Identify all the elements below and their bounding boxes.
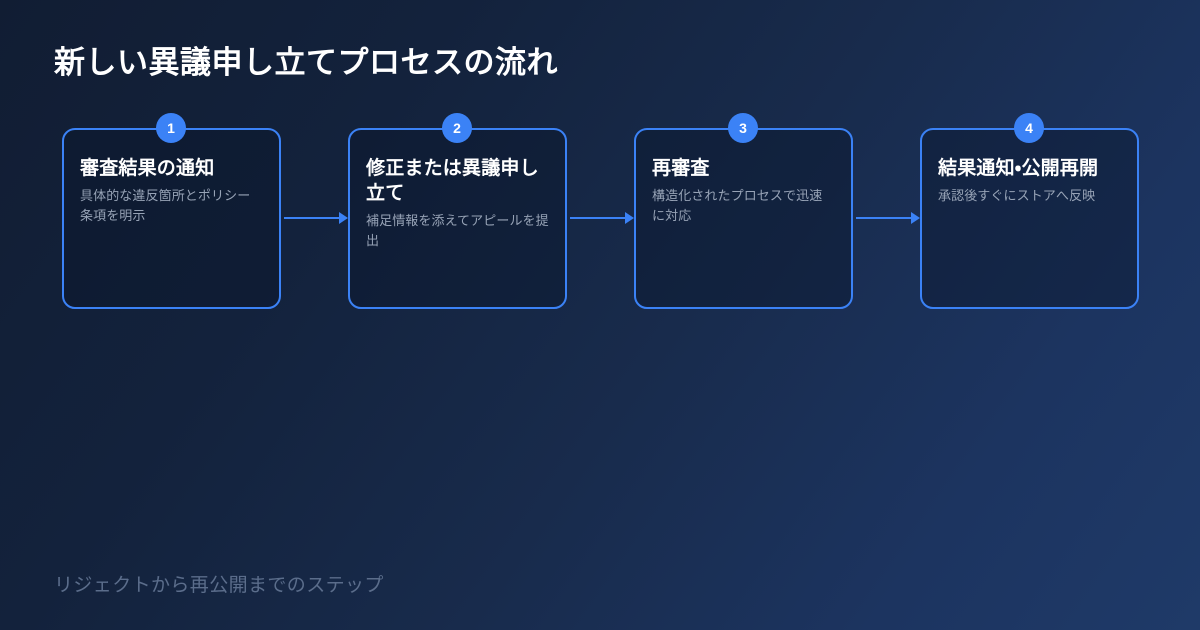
flow-step-4-title: 結果通知・公開再開: [938, 158, 1099, 179]
flow-step-1-card[interactable]: 審査結果の通知 具体的な違反箇所とポリシー条項を明示: [62, 128, 281, 309]
connector-line-3-to-4: [856, 217, 912, 219]
flow-step-1[interactable]: 審査結果の通知 具体的な違反箇所とポリシー条項を明示 1: [62, 113, 281, 309]
connector-arrowhead-2-to-3: [625, 212, 634, 224]
connector-arrowhead-1-to-2: [339, 212, 348, 224]
arrow-right-icon-1-to-2: [281, 211, 348, 225]
page-title: 新しい異議申し立てプロセスの流れ: [54, 45, 558, 80]
connector-line-1-to-2: [284, 217, 340, 219]
flow-step-3[interactable]: 再審査 構造化されたプロセスで迅速に対応 3: [634, 113, 853, 309]
flow-step-4-description: 承認後すぐにストアへ反映: [938, 188, 1096, 204]
flow-step-2-title: 修正または異議申し立て: [366, 158, 539, 205]
flow-step-4-number-badge: 4: [1014, 113, 1044, 143]
flow-step-1-description: 具体的な違反箇所とポリシー条項を明示: [80, 188, 251, 224]
process-flow-diagram: 審査結果の通知 具体的な違反箇所とポリシー条項を明示 1 修正または異議申し立て…: [62, 113, 1139, 309]
flow-step-2-number-badge: 2: [442, 113, 472, 143]
flow-step-1-title: 審査結果の通知: [80, 158, 215, 179]
footer-note: リジェクトから再公開までのステップ: [54, 575, 384, 596]
flow-step-3-description: 構造化されたプロセスで迅速に対応: [652, 188, 823, 224]
flow-step-1-number-badge: 1: [156, 113, 186, 143]
flow-step-2-card[interactable]: 修正または異議申し立て 補足情報を添えてアピールを提出: [348, 128, 567, 309]
flow-step-4-card[interactable]: 結果通知・公開再開 承認後すぐにストアへ反映: [920, 128, 1139, 309]
connector-arrowhead-3-to-4: [911, 212, 920, 224]
flow-step-3-card[interactable]: 再審査 構造化されたプロセスで迅速に対応: [634, 128, 853, 309]
flow-step-4[interactable]: 結果通知・公開再開 承認後すぐにストアへ反映 4: [920, 113, 1139, 309]
arrow-right-icon-2-to-3: [567, 211, 634, 225]
connector-line-2-to-3: [570, 217, 626, 219]
flow-step-2[interactable]: 修正または異議申し立て 補足情報を添えてアピールを提出 2: [348, 113, 567, 309]
arrow-right-icon-3-to-4: [853, 211, 920, 225]
flow-step-3-number-badge: 3: [728, 113, 758, 143]
flow-step-3-title: 再審査: [652, 158, 710, 179]
flow-step-2-description: 補足情報を添えてアピールを提出: [366, 213, 549, 249]
